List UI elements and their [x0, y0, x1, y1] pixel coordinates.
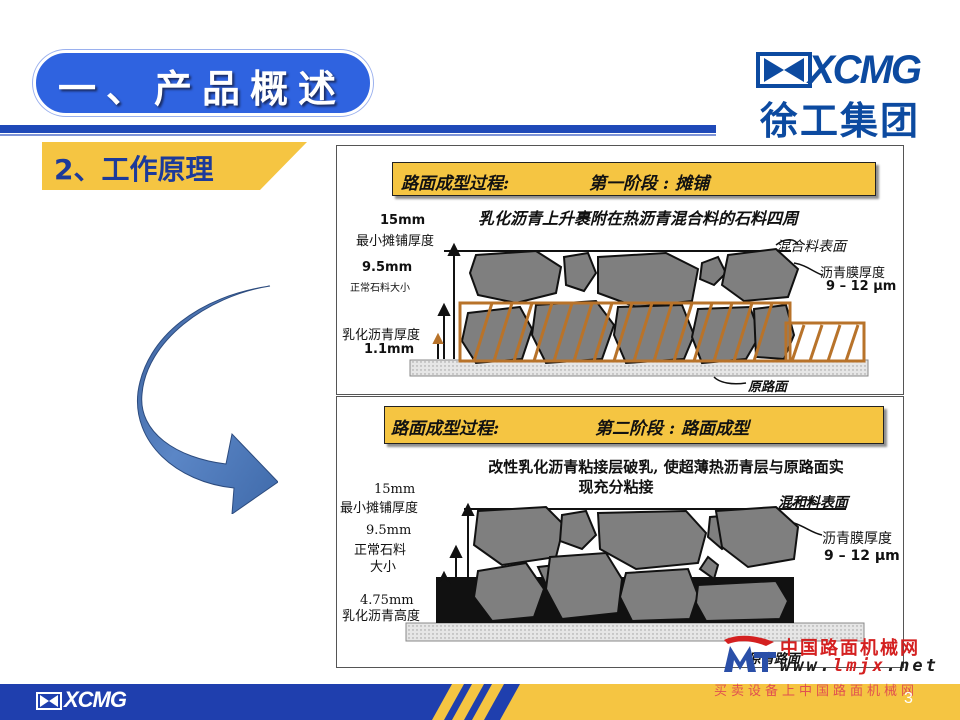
slide-title: 一、产品概述 — [58, 66, 347, 111]
stage-2-caption-line2: 现充分粘接 — [578, 478, 654, 496]
stage-1-caption: 乳化沥青上升裹附在热沥青混合料的石料四周 — [478, 209, 799, 228]
watermark-url: www.lmjx.net — [780, 656, 939, 676]
stage-2-stone-value: 9.5mm — [366, 523, 412, 538]
curved-arrow-icon — [136, 285, 278, 514]
stage-1-title: 第一阶段 : 摊铺 — [589, 174, 710, 194]
stage-1-film-pointer — [793, 262, 823, 276]
stage-2-film-label: 沥青膜厚度 — [822, 531, 892, 547]
watermark-site-name: 中国路面机械网 — [780, 638, 920, 659]
brand-chinese-name: 徐工集团 — [760, 99, 921, 143]
footer-stripes — [432, 684, 960, 720]
page-number: 3 — [904, 690, 913, 707]
stage-1-stone-label: 正常石料大小 — [350, 283, 410, 294]
stage-1-base-pointer — [713, 376, 747, 385]
watermark-url-prefix: www. — [780, 656, 833, 676]
stage-2-film-pointer — [793, 522, 823, 536]
section-banner — [42, 142, 307, 190]
stage-2-thickness-arrows — [437, 502, 475, 621]
stage-1-banner: 路面成型过程: 第一阶段 : 摊铺 — [392, 162, 876, 196]
stage-1-stones — [460, 247, 800, 365]
watermark-logo-icon — [724, 635, 776, 672]
stage-1-surface-label: 混合料表面 — [776, 239, 846, 255]
watermark-slogan: 买卖设备上中国路面机械网 — [714, 684, 919, 699]
stage-2-surface-pointer — [791, 499, 817, 506]
stage-1-emulsion-label: 乳化沥青厚度 — [342, 328, 421, 343]
stage-2-title: 第二阶段 : 路面成型 — [595, 419, 750, 439]
stage-2-emulsion-label: 乳化沥青高度 — [342, 609, 421, 624]
stage-1-min-thickness-label: 最小摊铺厚度 — [356, 234, 435, 249]
footer-xcmg-logo-icon — [36, 692, 62, 710]
stage-2-banner: 路面成型过程: 第二阶段 : 路面成型 — [384, 406, 884, 444]
stage-1-emulsion-value: 1.1mm — [364, 342, 415, 357]
stage-2-min-thickness-label: 最小摊铺厚度 — [340, 501, 419, 516]
section-heading: 2、工作原理 — [54, 153, 214, 186]
stage-1-process: 路面成型过程: — [401, 174, 510, 194]
stage-1-stone-value: 9.5mm — [362, 260, 413, 275]
stage-2-stones — [472, 505, 800, 623]
brand-wordmark: XCMG — [808, 48, 922, 92]
stage-2-stone-label-1: 正常石料 — [354, 543, 407, 558]
title-pill — [33, 50, 373, 116]
stage-2-min-thickness-value: 15mm — [374, 482, 416, 497]
header-rule — [0, 125, 716, 133]
watermark-url-domain: lmjx — [832, 656, 886, 676]
stage-1-emulsion-hatch — [458, 301, 866, 363]
stage-2-surface-label: 混和料表面 — [778, 495, 848, 511]
stage-2-film-value: 9 – 12 μm — [824, 548, 900, 564]
stage-1-thickness-arrows — [432, 242, 461, 359]
stage-1-film-value: 9 – 12 μm — [826, 279, 897, 294]
xcmg-logo-icon — [756, 52, 812, 88]
stage-1-min-thickness-value: 15mm — [380, 213, 426, 228]
header-rule-thin — [0, 134, 716, 136]
footer-brand-wordmark: XCMG — [64, 687, 127, 712]
stage-1-surface-pointer — [775, 239, 799, 246]
stage-2-caption-line1: 改性乳化沥青粘接层破乳, 使超薄热沥青层与原路面实 — [488, 458, 844, 476]
stage-2-process: 路面成型过程: — [391, 419, 500, 439]
stage-1-base-label: 原路面 — [748, 380, 788, 395]
watermark-url-suffix: .net — [885, 656, 939, 676]
stage-2-emulsion-value: 4.75mm — [360, 593, 414, 608]
stage-1-film-label: 沥青膜厚度 — [820, 266, 886, 281]
stage-2-stone-label-2: 大小 — [370, 560, 397, 575]
paving-diagram — [405, 239, 869, 642]
